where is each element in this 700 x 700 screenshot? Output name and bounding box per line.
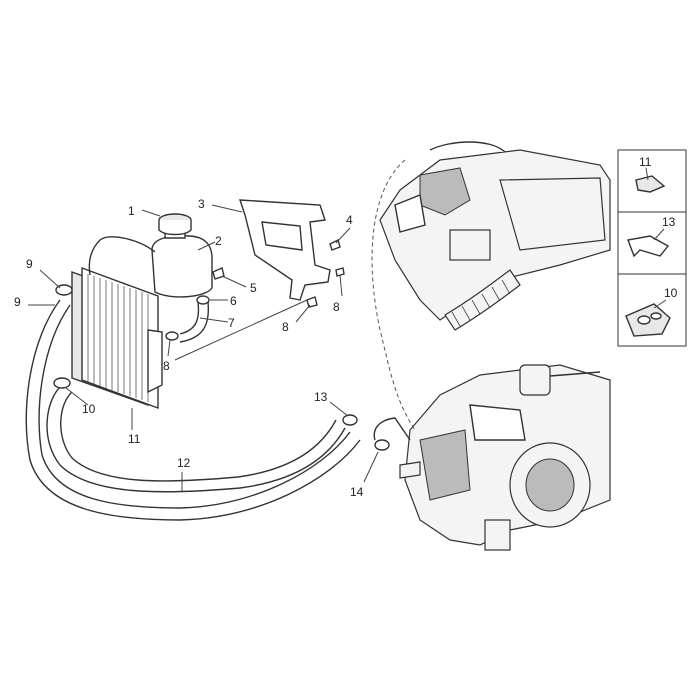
callout-15: 13 xyxy=(314,390,328,404)
callout-9-bottom: 8 xyxy=(163,359,170,373)
clamp-15 xyxy=(342,414,358,426)
screws xyxy=(212,238,345,308)
radiator xyxy=(71,266,163,410)
legend-panel: 11 13 10 xyxy=(617,149,687,347)
tank-cap xyxy=(158,213,192,236)
callout-6: 12 xyxy=(177,456,191,470)
clamp-16 xyxy=(373,417,411,451)
callout-8-mid: 5 xyxy=(250,281,257,295)
short-hose xyxy=(179,301,210,343)
bracket-clip-icon xyxy=(627,235,670,258)
clamps-14 xyxy=(53,284,73,389)
callout-14-top: 9 xyxy=(26,257,33,271)
hose-6 xyxy=(46,384,346,493)
legend-label-10: 10 xyxy=(664,286,678,300)
callout-2: 2 xyxy=(215,234,222,248)
hose-clamps xyxy=(165,295,210,341)
hose-5 xyxy=(25,299,361,521)
callout-7: 7 xyxy=(228,316,235,330)
legend-label-13: 13 xyxy=(662,215,676,229)
expansion-tank xyxy=(151,229,213,298)
callout-8-top: 4 xyxy=(346,213,353,227)
callout-14-bottom: 10 xyxy=(82,402,96,416)
legend-label-11: 11 xyxy=(639,155,652,169)
callout-9-top: 6 xyxy=(230,294,237,308)
callout-3: 1 xyxy=(128,204,135,218)
callout-8-bottom: 8 xyxy=(282,320,289,334)
callout-labels: 1 2 3 4 5 6 7 8 8 8 9 9 10 11 12 13 14 xyxy=(14,197,364,499)
assembly-dashed-line xyxy=(371,159,416,431)
clip-nut-icon xyxy=(635,175,666,193)
callout-1: 11 xyxy=(128,432,141,446)
callout-16: 14 xyxy=(350,485,364,499)
engine-lower-view xyxy=(399,364,611,551)
leader-lines xyxy=(28,204,379,492)
callout-12: 8 xyxy=(333,300,340,314)
overflow-tube xyxy=(88,236,156,276)
engine-upper-view xyxy=(379,141,611,331)
mounting-bracket xyxy=(239,199,331,301)
callout-4: 3 xyxy=(198,197,205,211)
callout-5: 9 xyxy=(14,295,21,309)
